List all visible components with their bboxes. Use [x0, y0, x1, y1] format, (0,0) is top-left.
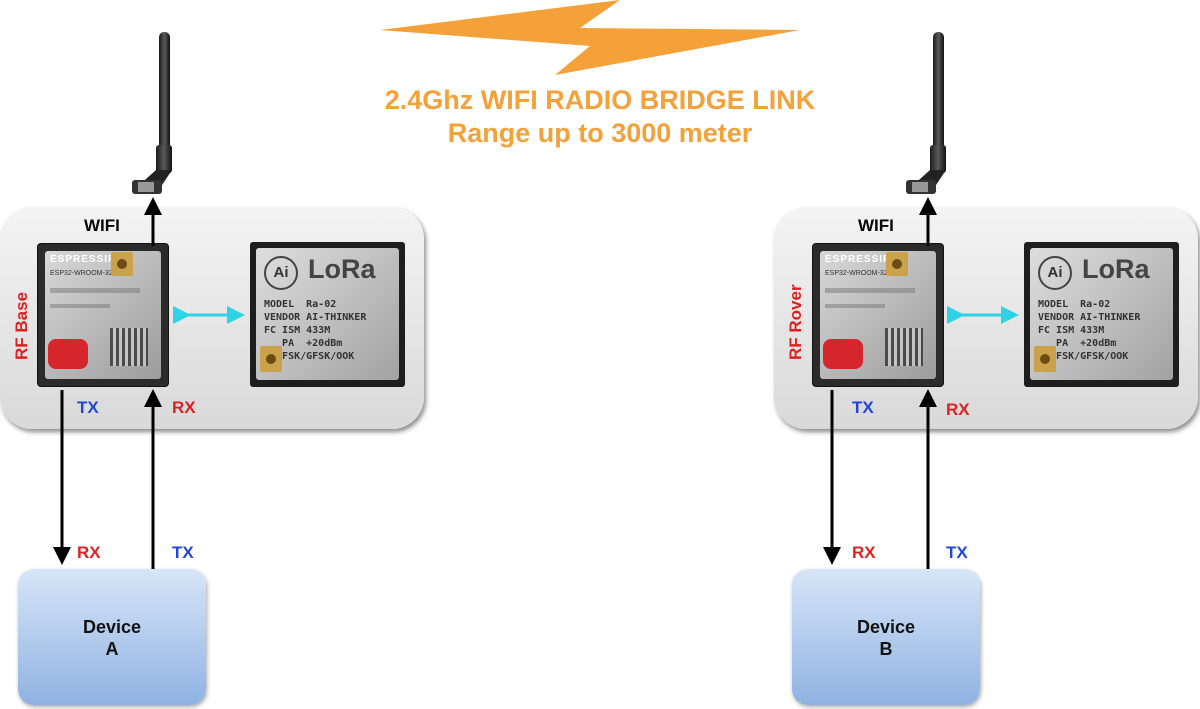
device-rx-label: RX: [77, 543, 101, 562]
title-line-1: 2.4Ghz WIFI RADIO BRIDGE LINK: [384, 85, 816, 115]
espressif-logo-icon: [48, 339, 88, 369]
lora-module-text: MODEL Ra-02 VENDOR AI-THINKER FC ISM 433…: [1038, 299, 1141, 362]
lora-module: Ai LoRa MODEL Ra-02 VENDOR AI-THINKER FC…: [1024, 242, 1179, 387]
esp-rx-label: RX: [172, 398, 196, 417]
esp32-model: ESP32-WROOM-32U: [825, 270, 893, 277]
lora-module-text: MODEL Ra-02 VENDOR AI-THINKER FC ISM 433…: [264, 299, 367, 362]
esp-tx-label: TX: [77, 398, 99, 417]
device-tx-label: TX: [172, 543, 194, 562]
lora-brand: LoRa: [1082, 254, 1150, 284]
ufl-connector-icon: [111, 252, 133, 276]
antenna-icon: [906, 32, 946, 194]
lora-brand: LoRa: [308, 254, 376, 284]
esp32-model: ESP32-WROOM-32U: [50, 270, 118, 277]
lora-module: Ai LoRa MODEL Ra-02 VENDOR AI-THINKER FC…: [250, 242, 405, 387]
lightning-bolt-icon: [380, 0, 800, 75]
wifi-label: WIFI: [858, 216, 894, 235]
device-label-line2: B: [879, 639, 893, 659]
esp-tx-label: TX: [852, 398, 874, 417]
qr-code-icon: [110, 328, 148, 366]
title-line-2: Range up to 3000 meter: [447, 118, 753, 148]
ufl-connector-icon: [260, 346, 282, 372]
esp32-brand: ESPRESSIF: [825, 254, 891, 265]
esp32-module: ESPRESSIF ESP32-WROOM-32U: [813, 244, 943, 386]
device-a: Device A: [18, 569, 206, 705]
ufl-connector-icon: [886, 252, 908, 276]
espressif-logo-icon: [823, 339, 863, 369]
ufl-connector-icon: [1034, 346, 1056, 372]
qr-code-icon: [885, 328, 923, 366]
esp32-brand: ESPRESSIF: [50, 254, 116, 265]
device-label-line1: Device: [856, 617, 916, 637]
ai-thinker-logo: Ai: [1038, 256, 1072, 290]
device-rx-label: RX: [852, 543, 876, 562]
device-b: Device B: [792, 569, 980, 705]
diagram-title: 2.4Ghz WIFI RADIO BRIDGE LINK Range up t…: [300, 84, 900, 150]
device-label-line2: A: [105, 639, 119, 659]
esp32-module: ESPRESSIF ESP32-WROOM-32U: [38, 244, 168, 386]
wifi-label: WIFI: [84, 216, 120, 235]
device-tx-label: TX: [946, 543, 968, 562]
device-label-line1: Device: [82, 617, 142, 637]
ai-thinker-logo: Ai: [264, 256, 298, 290]
antenna-icon: [132, 32, 172, 194]
esp-rx-label: RX: [946, 400, 970, 419]
